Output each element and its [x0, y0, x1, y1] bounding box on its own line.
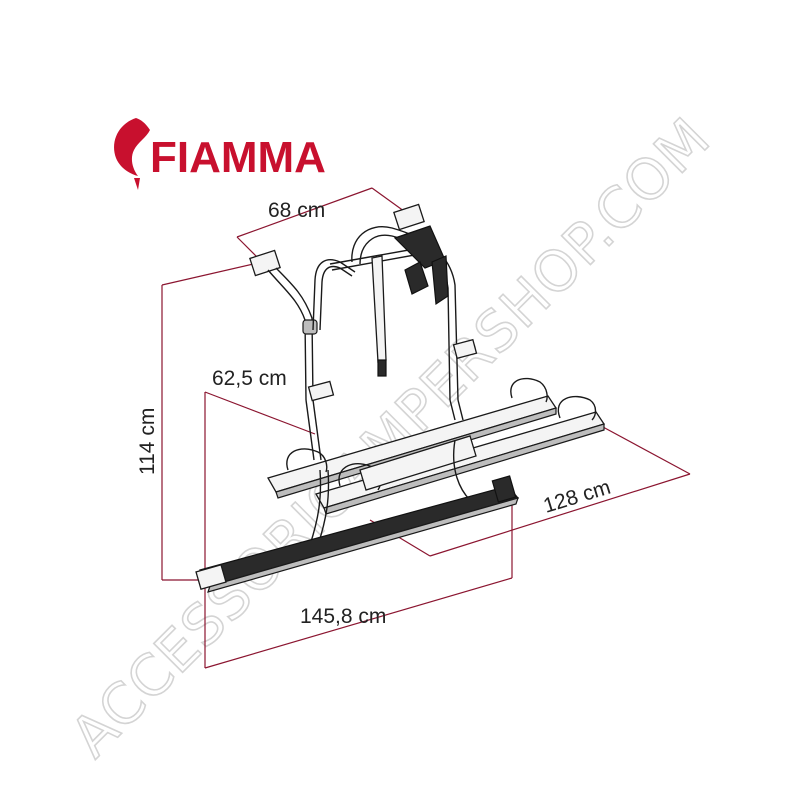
- dim-line-top-width: [236, 187, 373, 238]
- brand-name: FIAMMA: [150, 133, 326, 182]
- label-top-width: 68 cm: [268, 199, 325, 222]
- dim-line-depth: [204, 391, 316, 435]
- label-height: 114 cm: [136, 408, 159, 475]
- top-left-bracket: [249, 249, 281, 277]
- dim-line-total-width: [204, 577, 513, 669]
- bike-rack-illustration: [195, 203, 606, 593]
- label-total-width: 145,8 cm: [300, 605, 386, 628]
- fiamma-logo: FIAMMA: [114, 118, 326, 190]
- label-depth: 62,5 cm: [212, 367, 287, 390]
- top-right-bracket: [393, 203, 425, 231]
- flame-icon: [114, 118, 150, 190]
- dimension-lines: [161, 187, 691, 669]
- label-rail-length: 128 cm: [541, 476, 614, 518]
- dim-line-rail: [429, 473, 691, 557]
